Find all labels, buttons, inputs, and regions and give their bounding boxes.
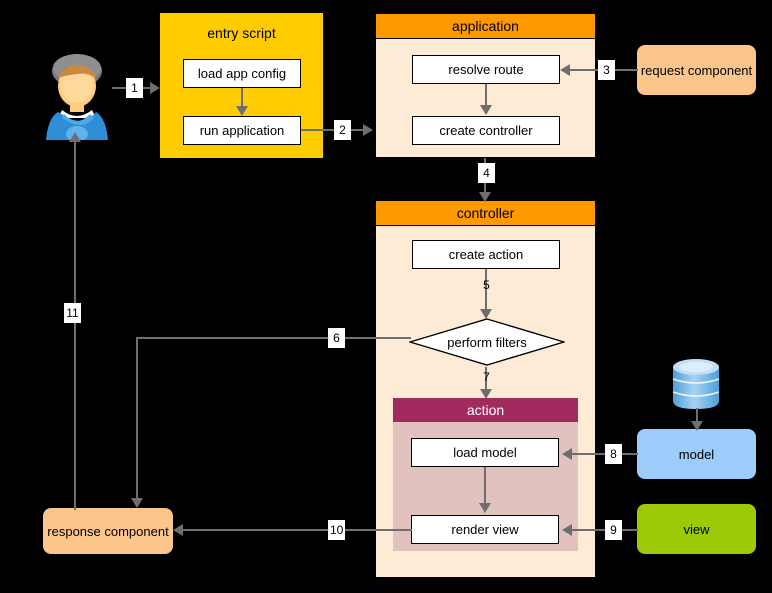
arrowhead-left [173,524,183,536]
arrowhead-down [479,503,491,513]
node-model[interactable]: model [637,429,756,479]
arrowhead-left [562,524,572,536]
step-label-10: 10 [328,520,346,540]
container-entry-script: entry script load app config run applica… [160,13,323,158]
node-run-application[interactable]: run application [183,116,301,145]
connector-renderview-to-responsecomponent [182,529,412,531]
connector-filters-to-responsecomponent-v [136,337,138,501]
connector-database-to-model [696,408,698,425]
perform-filters-label: perform filters [447,334,527,350]
node-request-component[interactable]: request component [637,45,756,95]
container-application: application resolve route create control… [375,13,596,158]
connector-filters-to-action [485,367,487,391]
controller-title: controller [376,201,595,226]
user-avatar-icon [38,48,116,142]
node-perform-filters[interactable]: perform filters [409,318,565,366]
step-label-2: 2 [334,120,351,140]
arrowhead-down [479,192,491,202]
step-label-3: 3 [598,60,615,80]
node-resolve-route[interactable]: resolve route [412,55,560,84]
arrowhead-down [480,309,492,319]
arrowhead-down [131,498,143,508]
application-title: application [376,14,595,39]
step-label-1: 1 [126,78,143,98]
entry-script-title: entry script [207,25,276,41]
step-label-4: 4 [478,163,495,183]
connector-loadmodel-to-renderview [484,467,486,504]
connector-resolveroute-to-createcontroller [485,84,487,106]
step-label-8: 8 [605,444,622,464]
step-label-9: 9 [605,520,622,540]
arrowhead-up [69,132,81,142]
arrowhead-left [560,64,570,76]
step-label-7: 7 [483,370,490,384]
node-render-view[interactable]: render view [411,515,559,544]
node-create-controller[interactable]: create controller [412,116,560,145]
arrowhead-down [236,106,248,116]
action-title: action [393,398,578,422]
connector-loadconfig-to-runapp [241,88,243,107]
arrowhead-down [691,421,703,431]
arrowhead-right [363,124,373,136]
connector-responsecomponent-to-user [74,140,76,510]
arrowhead-down [480,389,492,399]
node-load-model[interactable]: load model [411,438,559,467]
step-label-6: 6 [328,328,345,348]
connector-createaction-to-filters [485,269,487,311]
arrowhead-down [480,105,492,115]
connector-filters-to-responsecomponent-h [136,337,411,339]
node-load-app-config[interactable]: load app config [183,59,301,88]
step-label-5: 5 [483,278,490,292]
database-cylinder-icon [668,358,724,410]
node-create-action[interactable]: create action [412,240,560,269]
node-view[interactable]: view [637,504,756,554]
arrowhead-right [150,82,160,94]
container-action: action load model render view [393,398,578,551]
step-label-11: 11 [64,303,81,323]
arrowhead-left [562,448,572,460]
node-response-component[interactable]: response component [43,508,173,554]
